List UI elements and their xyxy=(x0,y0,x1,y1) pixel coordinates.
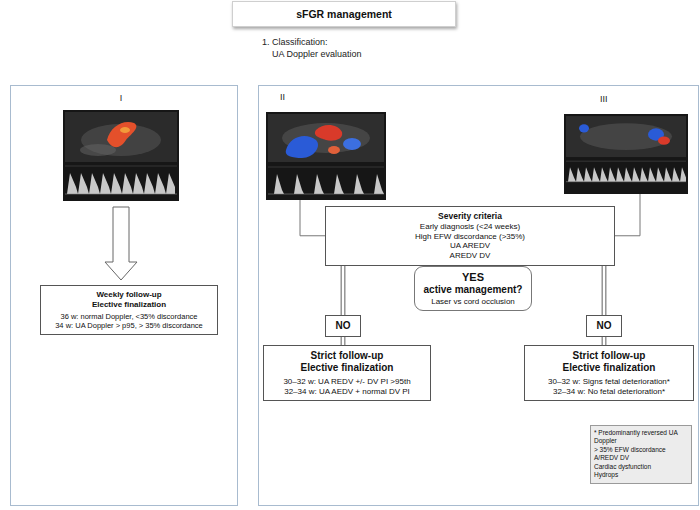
footnote-box: * Predominantly reversed UA Doppler> 35%… xyxy=(590,425,692,484)
answer-box: NO xyxy=(586,315,622,337)
double-connector xyxy=(602,337,607,345)
connector-line xyxy=(300,200,325,236)
node-text: 34 w: UA Doppler > p95, > 35% discordanc… xyxy=(45,321,213,330)
criteria-box: Severity criteriaEarly diagnosis (<24 we… xyxy=(325,206,615,266)
follow-up-box: Weekly follow-upElective finalization 36 … xyxy=(40,285,218,335)
node-heading: Severity criteria xyxy=(330,211,610,221)
doppler-waveform xyxy=(65,166,177,194)
node-text: UA AREDV xyxy=(330,241,610,251)
double-connector xyxy=(602,266,607,315)
node-heading: NO xyxy=(591,320,617,332)
node-heading: I xyxy=(63,93,179,104)
node-heading: * Predominantly reversed UA Doppler xyxy=(594,429,688,446)
node-heading: II xyxy=(280,92,386,103)
node-text: 36 w: normal Doppler, <35% discordance xyxy=(45,312,213,321)
block-arrow xyxy=(105,207,137,280)
follow-up-box: Strict follow-upElective finalization 30–… xyxy=(263,345,431,401)
node-text: Elective finalization xyxy=(268,362,426,374)
ultrasound-view xyxy=(266,112,386,200)
node-text: Elective finalization xyxy=(529,362,689,374)
node-heading: Weekly follow-up xyxy=(45,290,213,300)
follow-up-box: Strict follow-upElective finalization 30–… xyxy=(524,345,694,401)
section-label: 1. Classification: xyxy=(262,37,328,47)
doppler-image xyxy=(63,110,179,201)
node-text: 30–32 w: UA REDV +/- DV PI >95th xyxy=(268,377,426,387)
node-heading: NO xyxy=(330,320,356,332)
double-line-core xyxy=(342,337,344,345)
node-heading: III xyxy=(600,94,688,105)
node-text: > 35% EFW discordance xyxy=(594,446,688,454)
decision-box: YESactive management?Laser vs cord occlu… xyxy=(414,266,532,312)
node-text: High EFW discordance (>35%) xyxy=(330,232,610,242)
node-text: Laser vs cord occlusion xyxy=(419,297,527,307)
double-connector xyxy=(341,337,346,345)
node-text: active management? xyxy=(419,284,527,296)
doppler-image-frame: III xyxy=(564,94,688,194)
double-line-core xyxy=(603,337,605,345)
ultrasound-view xyxy=(63,110,179,201)
node-text: Elective finalization xyxy=(45,300,213,310)
doppler-image-frame: II xyxy=(266,92,386,200)
node-heading: YES xyxy=(419,271,527,284)
double-line-core xyxy=(603,266,605,315)
section-label: UA Doppler evaluation xyxy=(272,49,362,59)
node-text: 30–32 w: Signs fetal deterioration* xyxy=(529,377,689,387)
double-connector xyxy=(341,266,346,315)
doppler-image xyxy=(564,114,688,194)
double-line-core xyxy=(342,266,344,315)
node-text: 32–34 w: UA AEDV + normal DV PI xyxy=(268,387,426,397)
node-text: Hydrops xyxy=(594,471,688,479)
doppler-waveform xyxy=(566,161,686,182)
diagram-title: sFGR management xyxy=(232,1,456,27)
connector-line xyxy=(615,194,640,236)
doppler-image-frame: I xyxy=(63,93,179,201)
doppler-image xyxy=(266,112,386,200)
node-heading: Strict follow-up xyxy=(529,350,689,362)
doppler-waveform xyxy=(268,167,384,194)
node-heading: Strict follow-up xyxy=(268,350,426,362)
ultrasound-view xyxy=(564,114,688,194)
node-text: A/REDV DV xyxy=(594,454,688,462)
node-text: Early diagnosis (<24 weeks) xyxy=(330,222,610,232)
answer-box: NO xyxy=(325,315,361,337)
node-text: Cardiac dysfunction xyxy=(594,463,688,471)
node-text: AREDV DV xyxy=(330,251,610,261)
node-text: 32–34 w: No fetal deterioration* xyxy=(529,387,689,397)
